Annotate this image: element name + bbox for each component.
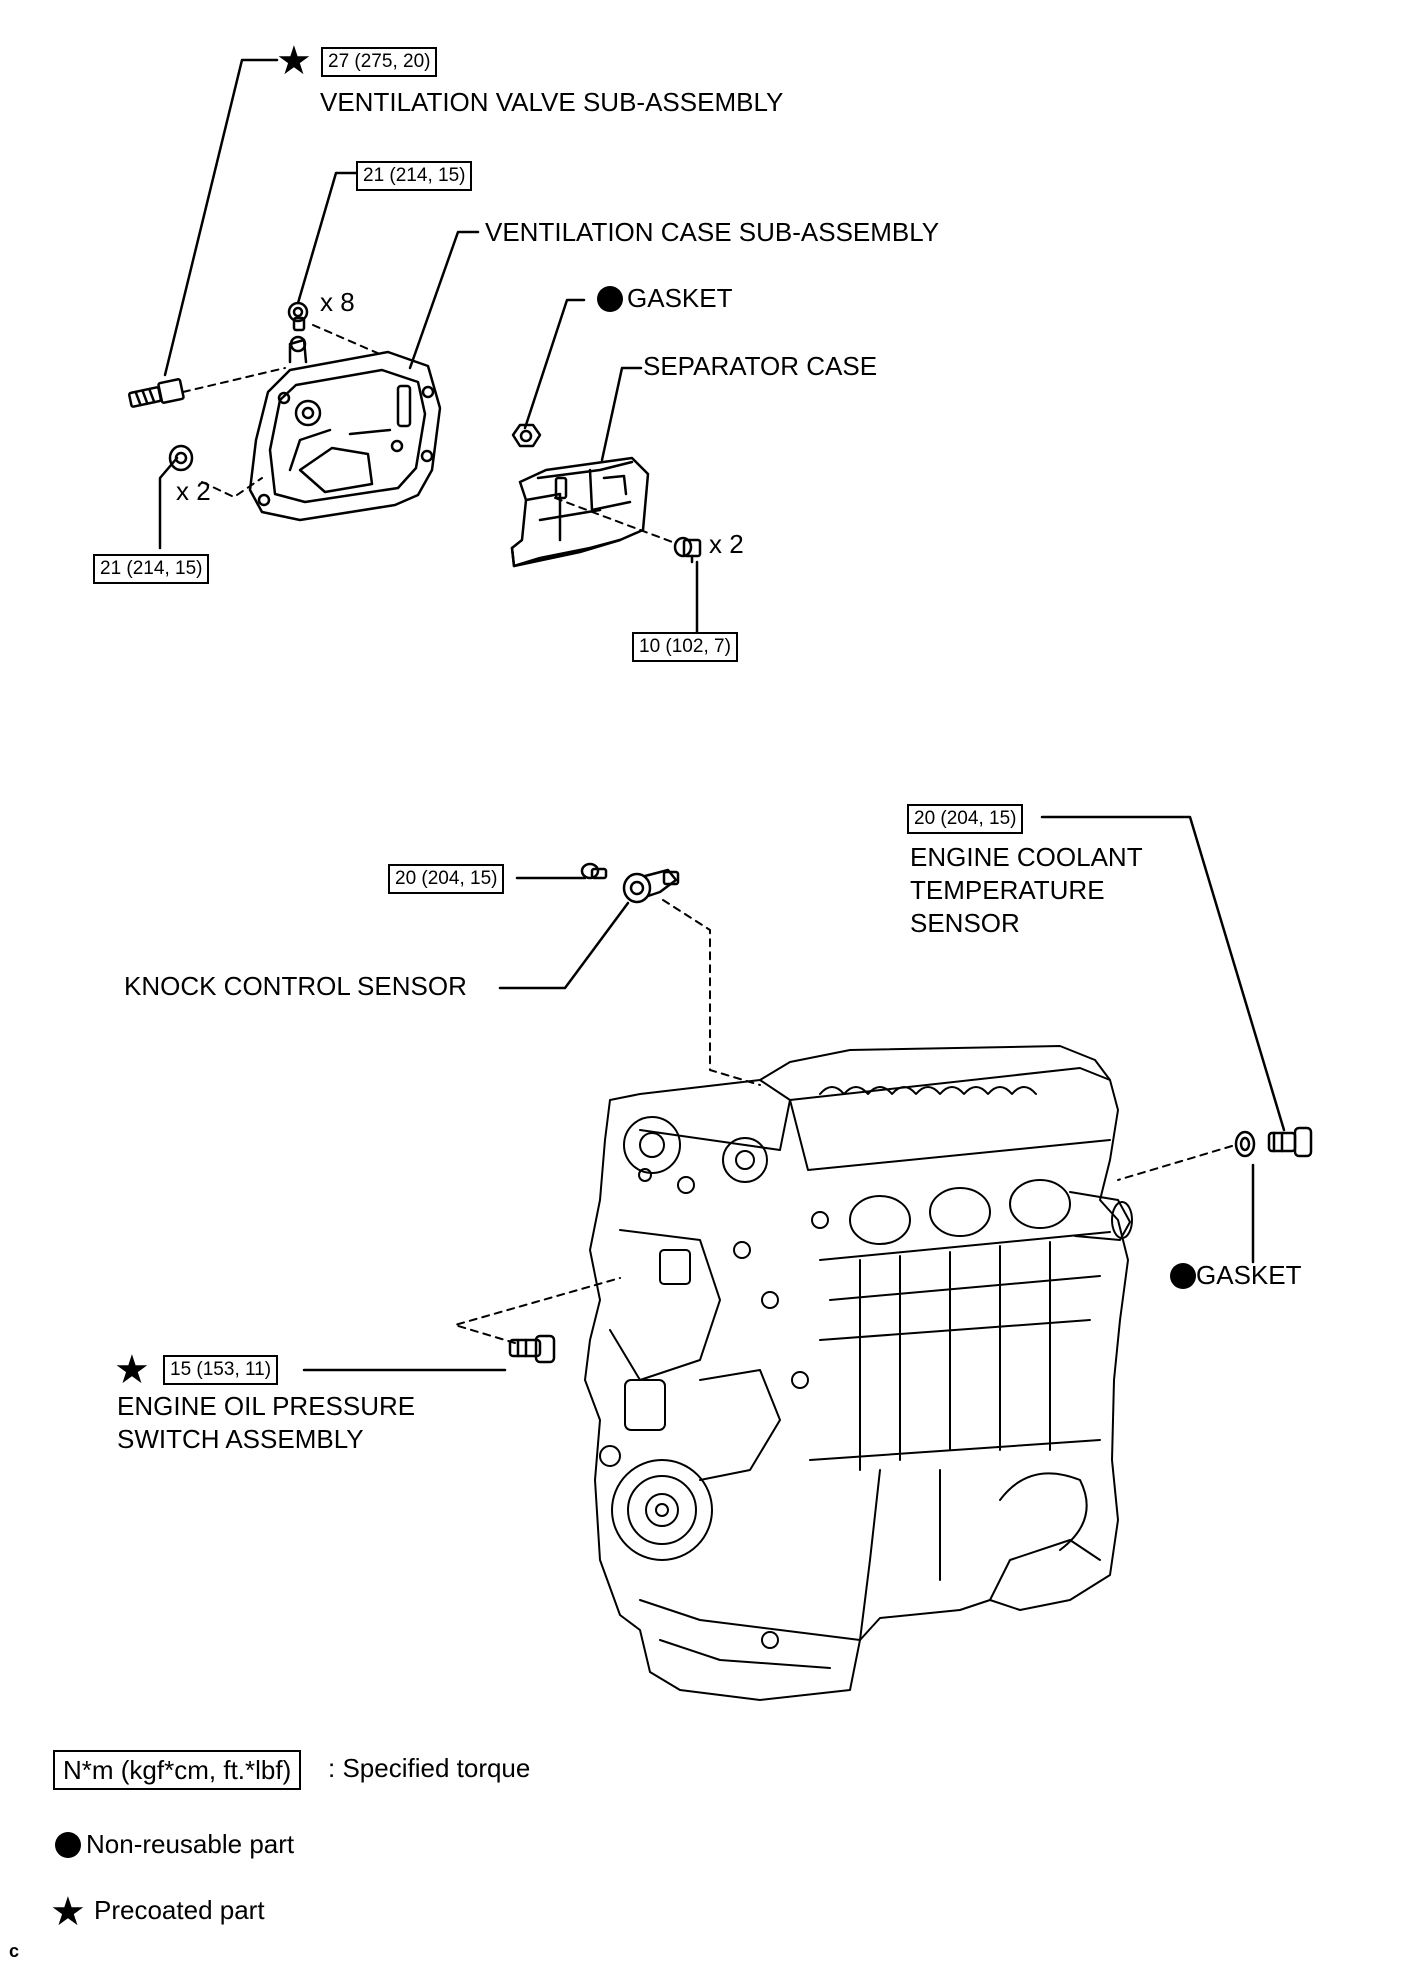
star-icon: ★ — [114, 1347, 150, 1393]
dashed-lines — [182, 324, 1233, 1344]
oil-switch-part — [508, 1334, 556, 1364]
ventilation-valve-label: VENTILATION VALVE SUB-ASSEMBLY — [320, 87, 784, 117]
gasket-top-label: GASKET — [627, 283, 733, 313]
gasket-right-part — [1234, 1130, 1256, 1158]
star-icon: ★ — [50, 1889, 86, 1935]
leader-lines — [158, 58, 1286, 1372]
separator-case-part — [510, 456, 650, 568]
knock-sensor-bolt-part — [580, 862, 608, 880]
ventilation-valve-torque: 27 (275, 20) — [321, 47, 438, 77]
separator-bolt-torque: 10 (102, 7) — [632, 632, 738, 662]
separator-case-label: SEPARATOR CASE — [643, 351, 878, 381]
filled-circle-icon — [55, 1832, 81, 1858]
legend-torque-box: N*m (kgf*cm, ft.*lbf) — [53, 1750, 302, 1790]
ventilation-valve-part — [127, 378, 185, 408]
ventilation-case-label: VENTILATION CASE SUB-ASSEMBLY — [485, 217, 940, 247]
coolant-sensor-part — [1267, 1126, 1313, 1158]
legend-torque-desc: : Specified torque — [328, 1753, 531, 1783]
case-bolt-torque-bottom: 21 (214, 15) — [93, 554, 210, 584]
coolant-sensor-label-3: SENSOR — [910, 908, 1020, 938]
separator-bolt-qty: x 2 — [709, 529, 744, 559]
filled-circle-icon — [1170, 1263, 1196, 1289]
filled-circle-icon — [597, 286, 623, 312]
corner-mark: c — [9, 1941, 20, 1961]
gasket-top-part — [511, 423, 542, 448]
star-icon: ★ — [276, 38, 312, 84]
coolant-sensor-label-2: TEMPERATURE — [910, 875, 1105, 905]
coolant-sensor-label-1: ENGINE COOLANT — [910, 842, 1143, 872]
knock-sensor-part — [622, 868, 680, 904]
case-bolt-bottom-part — [168, 444, 194, 472]
legend-non-reusable: Non-reusable part — [86, 1829, 295, 1859]
case-bolt-top-part — [287, 301, 309, 332]
case-bolt-qty-top: x 8 — [320, 287, 355, 317]
coolant-sensor-torque: 20 (204, 15) — [907, 804, 1024, 834]
ventilation-case-part — [248, 335, 442, 522]
oil-switch-label-1: ENGINE OIL PRESSURE — [117, 1391, 416, 1421]
oil-switch-label-2: SWITCH ASSEMBLY — [117, 1424, 364, 1454]
case-bolt-torque-top: 21 (214, 15) — [356, 161, 473, 191]
knock-sensor-torque: 20 (204, 15) — [388, 864, 505, 894]
legend-precoated: Precoated part — [94, 1895, 265, 1925]
gasket-right-label: GASKET — [1196, 1260, 1302, 1290]
oil-switch-torque: 15 (153, 11) — [163, 1355, 279, 1385]
knock-sensor-label: KNOCK CONTROL SENSOR — [124, 971, 467, 1001]
engine-block — [584, 1045, 1133, 1701]
separator-bolt-part — [673, 536, 702, 564]
case-bolt-qty-bottom: x 2 — [176, 476, 211, 506]
